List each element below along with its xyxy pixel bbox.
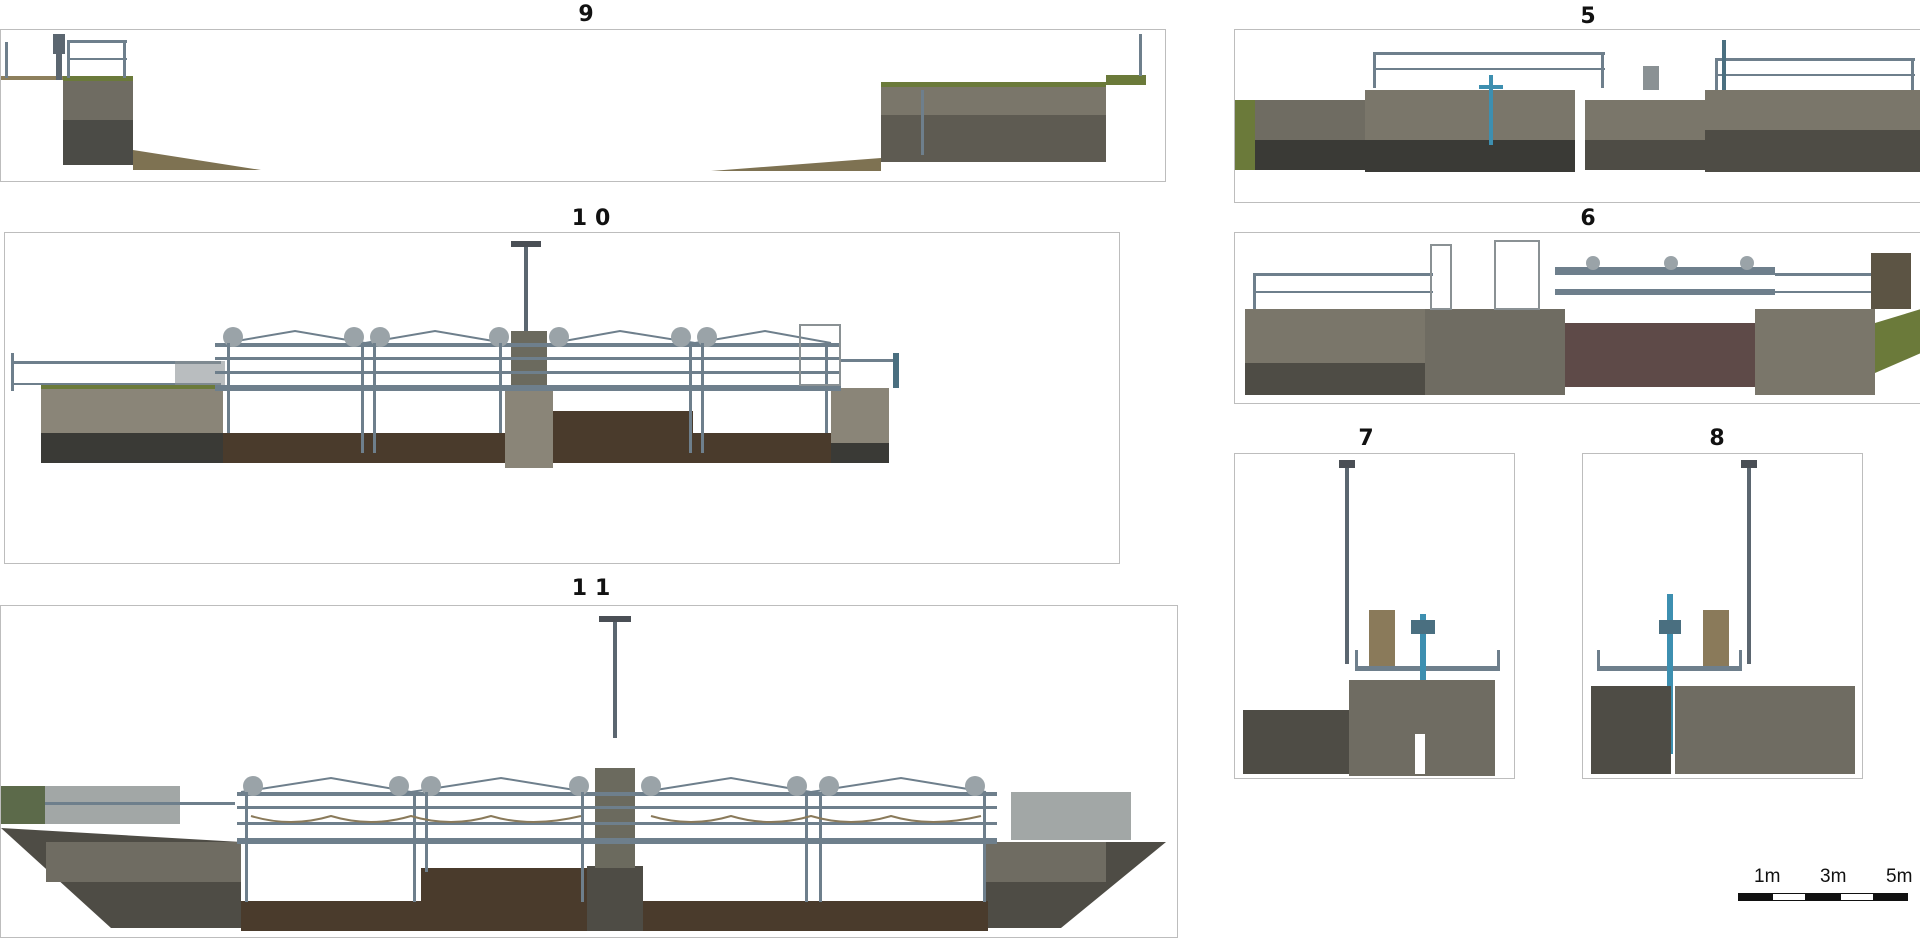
scale-label-3m: 3m	[1820, 866, 1847, 887]
elevation-panel-9	[0, 29, 1166, 182]
panel-label-7: 7	[1358, 426, 1382, 451]
scale-bar: 1m 3m 5m	[1738, 866, 1913, 906]
elevation-panel-10	[4, 232, 1120, 564]
elevation-drawing-6	[1245, 240, 1920, 395]
elevation-drawing-8	[1591, 460, 1855, 774]
panel-label-11: 11	[571, 576, 619, 601]
elevation-drawing-9	[1, 34, 1146, 171]
panel-label-8: 8	[1709, 426, 1733, 451]
panel-label-6: 6	[1580, 206, 1604, 231]
scale-segment-2	[1772, 893, 1806, 901]
scale-segment-4	[1840, 893, 1874, 901]
scale-segment-1	[1738, 893, 1772, 901]
scale-segment-5	[1874, 893, 1908, 901]
panel-label-5: 5	[1580, 4, 1604, 29]
elevation-panel-6	[1234, 232, 1920, 404]
elevation-panel-11	[0, 605, 1178, 938]
scale-label-5m: 5m	[1886, 866, 1913, 887]
scale-segment-3	[1806, 893, 1840, 901]
elevation-drawing-11	[1, 616, 1166, 931]
elevation-panel-7	[1234, 453, 1515, 779]
elevation-panel-5	[1234, 29, 1920, 203]
elevation-panel-8	[1582, 453, 1863, 779]
panel-label-9: 9	[578, 2, 602, 27]
elevation-drawing-7	[1243, 460, 1500, 776]
elevation-drawing-5	[1235, 40, 1920, 172]
panel-label-10: 10	[571, 206, 619, 231]
scale-label-1m: 1m	[1754, 866, 1781, 887]
elevation-drawing-10	[11, 241, 899, 468]
